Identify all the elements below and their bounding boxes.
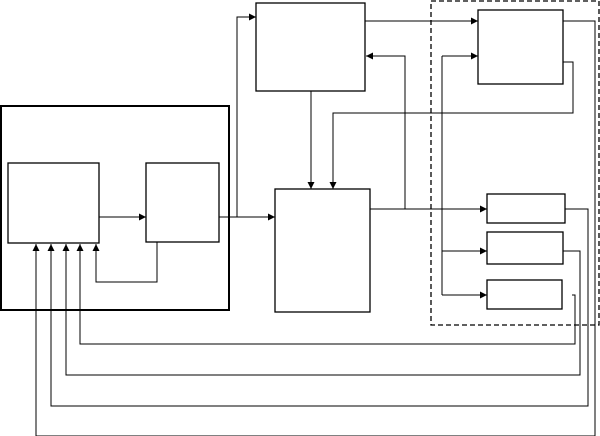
feedback-right-top-to-central — [329, 61, 574, 189]
right-block-1 — [486, 193, 566, 224]
left-block-b — [145, 162, 220, 243]
left-subsystem-frame — [0, 105, 230, 311]
feedback-loop-2 — [62, 244, 581, 376]
right-subsystem-frame — [430, 0, 600, 326]
arrow-to-top-center — [236, 13, 256, 217]
right-block-2 — [486, 231, 564, 265]
right-block-3 — [486, 279, 563, 310]
central-block — [274, 188, 371, 313]
feedback-loop-1 — [76, 244, 576, 345]
feedback-loop-3 — [47, 208, 589, 407]
feedback-loop-4 — [32, 20, 596, 436]
arrow-central-to-top-center — [366, 52, 406, 209]
top-center-block — [255, 2, 366, 92]
left-block-a — [7, 162, 100, 244]
right-top-block — [477, 9, 564, 85]
feedback-b-to-a — [92, 242, 158, 283]
